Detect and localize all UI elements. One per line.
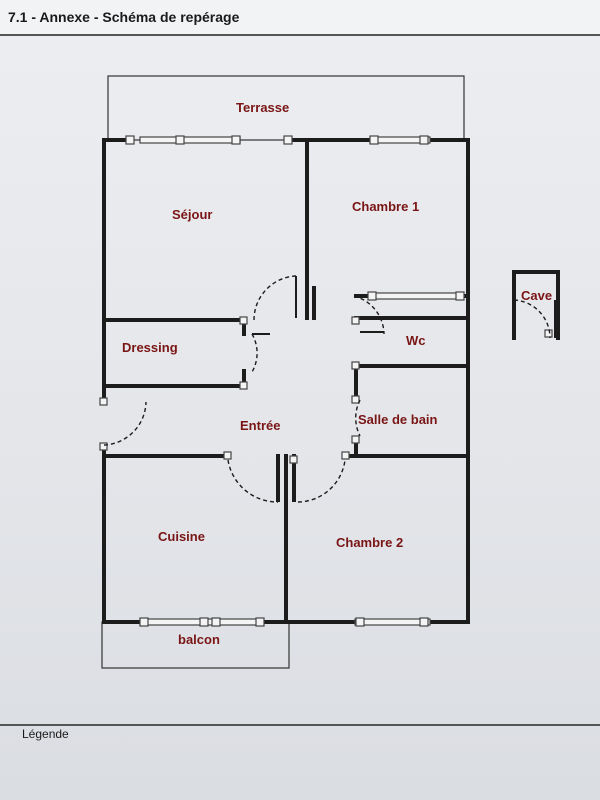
room-label-cuisine: Cuisine bbox=[158, 529, 205, 544]
room-label-chambre-1: Chambre 1 bbox=[352, 199, 419, 214]
room-label-terrasse: Terrasse bbox=[236, 100, 289, 115]
room-label-cave: Cave bbox=[521, 288, 552, 303]
room-label-entree: Entrée bbox=[240, 418, 280, 433]
page-title: 7.1 - Annexe - Schéma de repérage bbox=[8, 9, 240, 25]
door-leaves bbox=[252, 276, 556, 338]
legend-divider bbox=[0, 724, 600, 726]
room-label-wc: Wc bbox=[406, 333, 426, 348]
room-label-dressing: Dressing bbox=[122, 340, 178, 355]
room-label-balcon: balcon bbox=[178, 632, 220, 647]
room-label-sejour: Séjour bbox=[172, 207, 212, 222]
windows bbox=[99, 135, 553, 627]
room-label-chambre-2: Chambre 2 bbox=[336, 535, 403, 550]
room-label-salle-de-bain: Salle de bain bbox=[358, 412, 438, 427]
door-swings bbox=[103, 275, 551, 503]
legend-label: Légende bbox=[22, 727, 69, 741]
header-bar: 7.1 - Annexe - Schéma de repérage bbox=[0, 0, 600, 36]
